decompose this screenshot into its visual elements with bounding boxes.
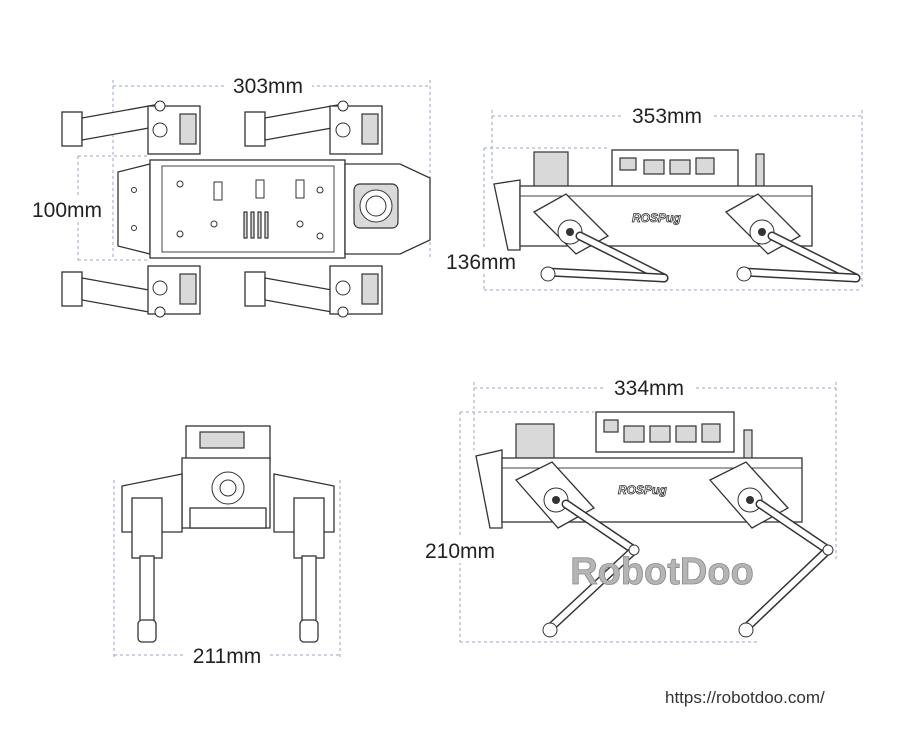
standing-view-leg-rear bbox=[708, 461, 834, 638]
standing-view-brand-label: ROSPug bbox=[618, 483, 667, 497]
top-view-leg-rear-right bbox=[244, 265, 383, 318]
standing-view: 334mm 210mm ROSPug bbox=[418, 374, 837, 643]
side-view-length-dimension: 353mm bbox=[491, 102, 863, 290]
front-view-leg-left bbox=[131, 497, 163, 643]
front-view: 211mm bbox=[113, 425, 341, 668]
front-view-leg-right bbox=[293, 497, 325, 643]
side-view-leg-rear bbox=[724, 193, 861, 283]
front-view-width-dimension: 211mm bbox=[113, 480, 341, 668]
side-view-length-label: 353mm bbox=[632, 105, 702, 128]
standing-view-length-dimension: 334mm bbox=[473, 374, 837, 560]
watermark-text: RobotDoo bbox=[570, 551, 754, 593]
standing-view-height-label: 210mm bbox=[425, 540, 495, 563]
top-view-body bbox=[117, 159, 431, 259]
standing-view-leg-front bbox=[514, 461, 640, 638]
side-view-leg-front bbox=[532, 193, 669, 283]
side-view: 353mm 136mm ROSPug bbox=[438, 102, 863, 291]
top-view-leg-front-left bbox=[61, 100, 201, 155]
top-view-leg-rear-left bbox=[61, 265, 201, 318]
top-view-width-label: 100mm bbox=[32, 199, 102, 222]
top-view-length-dimension: 303mm bbox=[112, 72, 431, 260]
side-view-brand-label: ROSPug bbox=[632, 211, 681, 225]
side-view-height-dimension: 136mm bbox=[438, 147, 862, 291]
website-url: https://robotdoo.com/ bbox=[665, 688, 825, 707]
top-view-width-dimension: 100mm bbox=[26, 155, 150, 261]
standing-view-height-dimension: 210mm bbox=[418, 411, 760, 643]
front-view-width-label: 211mm bbox=[193, 645, 261, 668]
side-view-height-label: 136mm bbox=[446, 251, 516, 274]
top-view-length-label: 303mm bbox=[233, 75, 303, 98]
top-view-leg-front-right bbox=[244, 100, 383, 155]
top-view-vent-grill bbox=[243, 211, 269, 239]
standing-view-length-label: 334mm bbox=[614, 377, 684, 400]
top-view: 303mm 100mm bbox=[26, 72, 431, 318]
